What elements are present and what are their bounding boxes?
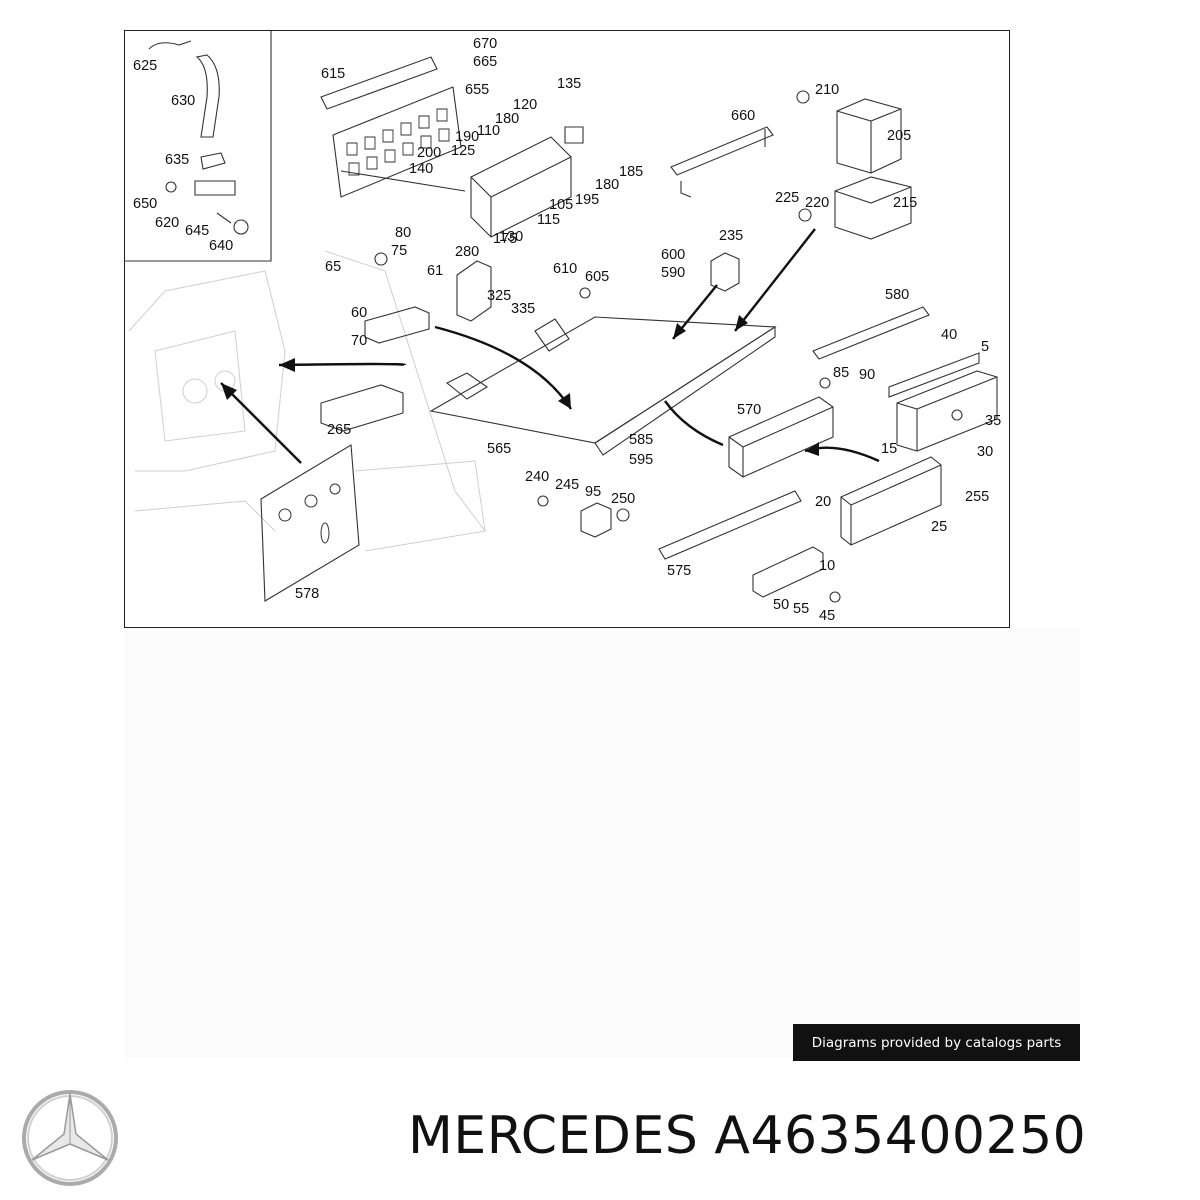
callout-label: 135: [557, 76, 581, 92]
callout-label: 280: [455, 244, 479, 260]
callout-label: 120: [513, 97, 537, 113]
callout-label: 30: [977, 444, 993, 460]
callout-label: 650: [133, 196, 157, 212]
callout-label: 210: [815, 82, 839, 98]
callout-label: 205: [887, 128, 911, 144]
callout-label: 325: [487, 288, 511, 304]
callout-label: 590: [661, 265, 685, 281]
callout-label: 620: [155, 215, 179, 231]
blank-area: [124, 628, 1080, 1058]
callout-label: 625: [133, 58, 157, 74]
callout-label: 65: [325, 259, 341, 275]
callout-label: 605: [585, 269, 609, 285]
callout-label: 61: [427, 263, 443, 279]
callout-label: 115: [537, 212, 560, 228]
callout-label: 75: [391, 243, 407, 259]
callout-label: 130: [499, 229, 523, 245]
callout-label: 670: [473, 36, 497, 52]
brand-name: MERCEDES: [408, 1106, 699, 1166]
callout-label: 580: [885, 287, 909, 303]
callout-label: 245: [555, 477, 579, 493]
callout-label: 565: [487, 441, 511, 457]
callout-label: 90: [859, 367, 875, 383]
callout-label: 225: [775, 190, 799, 206]
callout-label: 25: [931, 519, 947, 535]
callout-label: 640: [209, 238, 233, 254]
callout-label: 645: [185, 223, 209, 239]
callout-label: 40: [941, 327, 957, 343]
callout-label: 125: [451, 143, 475, 159]
callout-label: 180: [495, 111, 519, 127]
callout-label: 15: [881, 441, 897, 457]
callout-label: 5: [981, 339, 989, 355]
callout-label: 630: [171, 93, 195, 109]
callout-label: 105: [549, 197, 573, 213]
callout-label: 240: [525, 469, 549, 485]
diagram-artwork: 6256306356506206456406156706656551351201…: [125, 31, 1001, 624]
callout-label: 235: [719, 228, 743, 244]
callout-label: 50: [773, 597, 789, 613]
callout-label: 85: [833, 365, 849, 381]
callout-label: 80: [395, 225, 411, 241]
callout-label: 600: [661, 247, 685, 263]
mercedes-star-icon: [22, 1090, 118, 1186]
callout-label: 185: [619, 164, 643, 180]
callout-label: 578: [295, 586, 319, 602]
callout-label: 610: [553, 261, 577, 277]
callout-label: 175: [493, 231, 517, 247]
callout-label: 635: [165, 152, 189, 168]
callout-label: 615: [321, 66, 345, 82]
callout-label: 180: [595, 177, 619, 193]
callout-label: 220: [805, 195, 829, 211]
callout-label: 190: [455, 129, 479, 145]
callout-label: 255: [965, 489, 989, 505]
callout-label: 570: [737, 402, 761, 418]
callout-label: 265: [327, 422, 351, 438]
part-number: A4635400250: [714, 1106, 1087, 1166]
callout-label: 110: [477, 123, 500, 139]
callout-label: 575: [667, 563, 691, 579]
callout-label: 20: [815, 494, 831, 510]
callout-label: 200: [417, 145, 441, 161]
credit-badge: Diagrams provided by catalogs parts: [793, 1024, 1080, 1061]
callout-label: 140: [409, 161, 433, 177]
callout-label: 585: [629, 432, 653, 448]
callout-label: 250: [611, 491, 635, 507]
callout-label: 60: [351, 305, 367, 321]
callout-label: 35: [985, 413, 1001, 429]
callout-label: 595: [629, 452, 653, 468]
callout-label: 665: [473, 54, 497, 70]
callout-label: 660: [731, 108, 755, 124]
callout-label: 70: [351, 333, 367, 349]
callout-label: 45: [819, 608, 835, 624]
callout-label: 10: [819, 558, 835, 574]
callout-label: 215: [893, 195, 917, 211]
callout-label: 95: [585, 484, 601, 500]
callout-label: 335: [511, 301, 535, 317]
callout-label: 55: [793, 601, 809, 617]
callout-label: 655: [465, 82, 489, 98]
callout-label: 195: [575, 192, 599, 208]
